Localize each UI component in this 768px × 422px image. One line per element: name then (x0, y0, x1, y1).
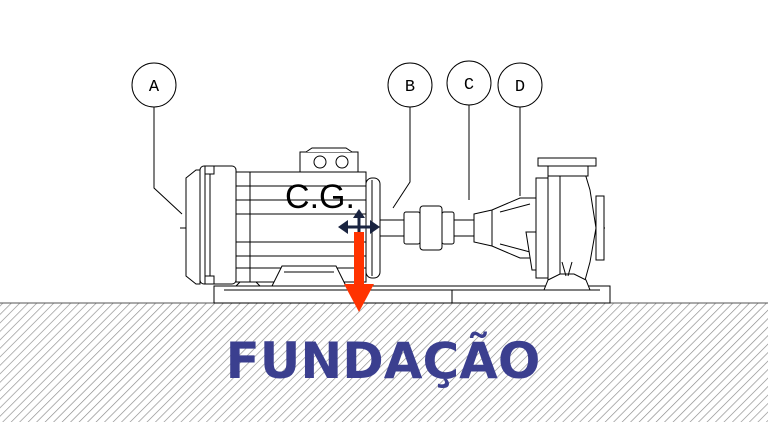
cg-label: C.G. (285, 178, 355, 216)
electric-motor (185, 147, 381, 287)
svg-text:A: A (149, 78, 160, 97)
svg-text:C: C (464, 76, 474, 95)
foundation-label: FUNDAÇÃO (226, 331, 541, 390)
pump-casing (535, 157, 605, 291)
shaft-coupling (379, 205, 475, 251)
callout-a: A (131, 62, 183, 215)
callout-d: D (497, 62, 543, 196)
callout-b: B (387, 62, 433, 209)
base-plate (213, 285, 611, 304)
bearing-housing (473, 197, 543, 271)
svg-text:B: B (405, 78, 415, 97)
foundation-block: FUNDAÇÃO (0, 302, 768, 422)
callout-c: C (446, 60, 492, 200)
weight-force-arrow (344, 232, 374, 312)
svg-text:D: D (515, 78, 525, 97)
